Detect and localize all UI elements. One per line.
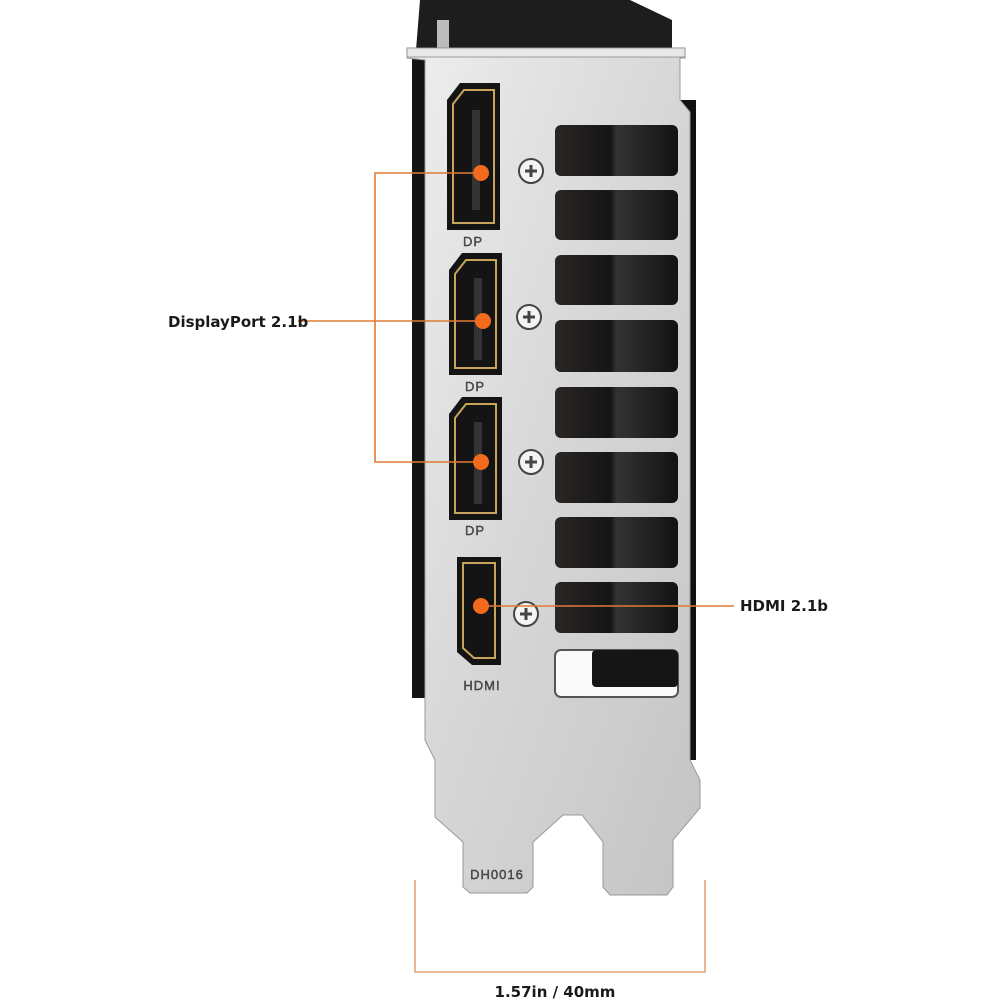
- vent-slots: [554, 125, 679, 698]
- part-number: DH0016: [470, 867, 524, 882]
- callout-dot: [473, 598, 489, 614]
- port-label-dp-2: DP: [465, 379, 485, 394]
- callout-dot: [473, 165, 489, 181]
- bracket-flange: [406, 47, 686, 58]
- callout-dot: [473, 454, 489, 470]
- screw-icon: [516, 304, 542, 330]
- hdmi-label: HDMI 2.1b: [740, 597, 828, 615]
- port-label-hdmi: HDMI: [463, 678, 500, 693]
- displayport-port-1: [447, 83, 500, 230]
- screw-icon: [513, 601, 539, 627]
- displayport-port-2: [449, 253, 502, 375]
- screw-icon: [518, 449, 544, 475]
- port-label-dp-3: DP: [465, 523, 485, 538]
- port-label-dp-1: DP: [463, 234, 483, 249]
- screw-icon: [518, 158, 544, 184]
- callout-dot: [475, 313, 491, 329]
- dimension-bracket: [414, 880, 706, 973]
- dimension-label: 1.57in / 40mm: [495, 983, 616, 1000]
- displayport-label: DisplayPort 2.1b: [168, 313, 308, 331]
- displayport-callout: [298, 172, 483, 463]
